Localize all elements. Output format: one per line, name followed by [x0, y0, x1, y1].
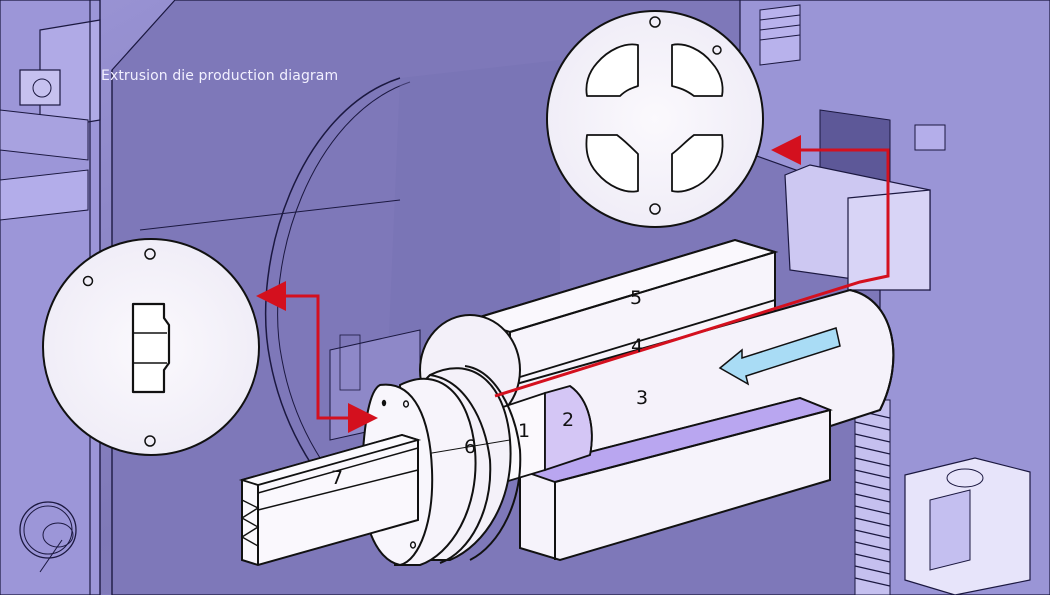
die-assembly [238, 135, 895, 567]
leader-line-to-top-plate [494, 135, 890, 398]
label-part-3: 3 [636, 387, 648, 409]
part-7-extruded-profile [238, 433, 422, 567]
label-part-1: 1 [518, 420, 530, 442]
label-part-2: 2 [562, 409, 574, 431]
label-part-4: 4 [631, 335, 643, 357]
label-part-7: 7 [331, 467, 343, 489]
label-part-5: 5 [630, 287, 642, 309]
diagram-title: Extrusion die production diagram [101, 68, 339, 84]
porthole-die-plate-callout [546, 10, 764, 228]
profile-die-plate-callout [42, 238, 260, 456]
label-part-6: 6 [464, 436, 476, 458]
flow-direction-arrow [718, 327, 841, 386]
